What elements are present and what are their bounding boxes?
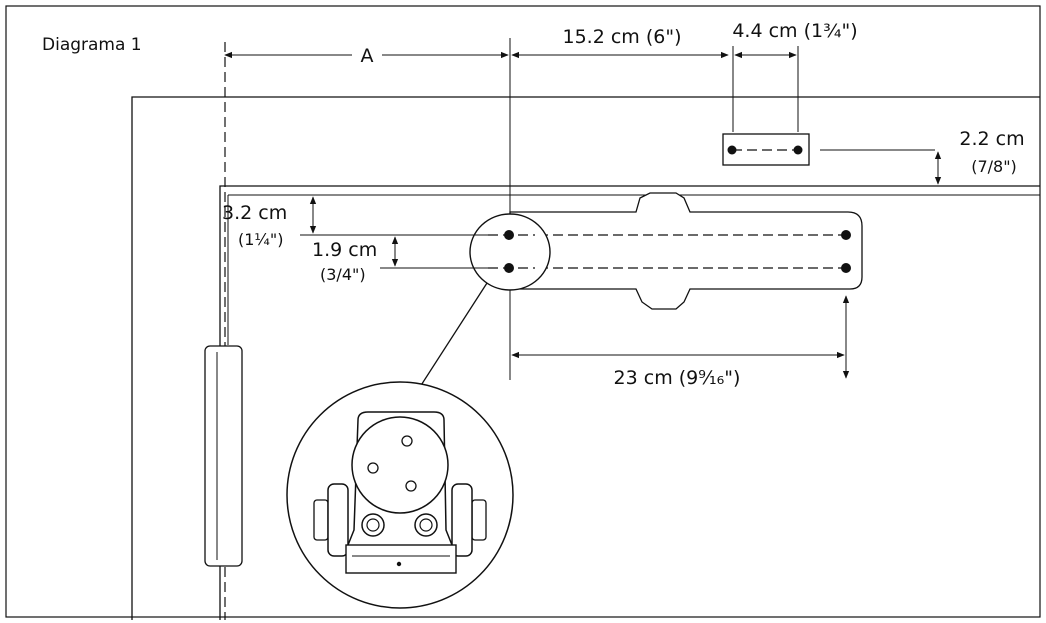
dim-19-label-cm: 1.9 cm xyxy=(312,239,377,261)
dim-a-label: A xyxy=(361,45,374,67)
dim-23-label: 23 cm (9⁹⁄₁₆") xyxy=(614,367,741,389)
detail-roller xyxy=(471,499,487,541)
detail-round-plate xyxy=(351,416,449,514)
detail-roller xyxy=(451,483,473,557)
detail-base-dot xyxy=(396,561,402,567)
door-arm-body xyxy=(204,345,243,567)
detail-plate-hole xyxy=(367,462,379,474)
closer-hole xyxy=(841,230,851,240)
detail-leader xyxy=(417,282,488,391)
dim-15-label: 15.2 cm (6") xyxy=(563,26,682,48)
detail-callout-ring xyxy=(469,213,551,291)
closer-hole xyxy=(504,263,514,273)
dim-22-label-cm: 2.2 cm xyxy=(959,128,1024,150)
detail-plate-hole xyxy=(401,435,413,447)
detail-plate-hole xyxy=(405,480,417,492)
detail-bolt xyxy=(419,518,433,532)
dim-4-label: 4.4 cm (1¾") xyxy=(732,20,857,42)
diagram-frame xyxy=(5,5,1041,618)
diagram-title: Diagrama 1 xyxy=(42,35,142,55)
dim-19-label-in: (3/4") xyxy=(320,265,366,284)
bracket-hole xyxy=(727,145,737,155)
bracket-hole xyxy=(793,145,803,155)
dim-32-label-in: (1¼") xyxy=(238,230,284,249)
closer-body xyxy=(509,192,863,310)
dim-32-label-cm: 3.2 cm xyxy=(222,202,287,224)
detail-roller xyxy=(327,483,349,557)
detail-base xyxy=(345,544,457,574)
closer-hole xyxy=(504,230,514,240)
closer-hole xyxy=(841,263,851,273)
dim-22-label-in: (7/8") xyxy=(971,157,1017,176)
door-frame-outer xyxy=(131,96,1040,620)
detail-bolt xyxy=(366,518,380,532)
detail-roller xyxy=(313,499,329,541)
